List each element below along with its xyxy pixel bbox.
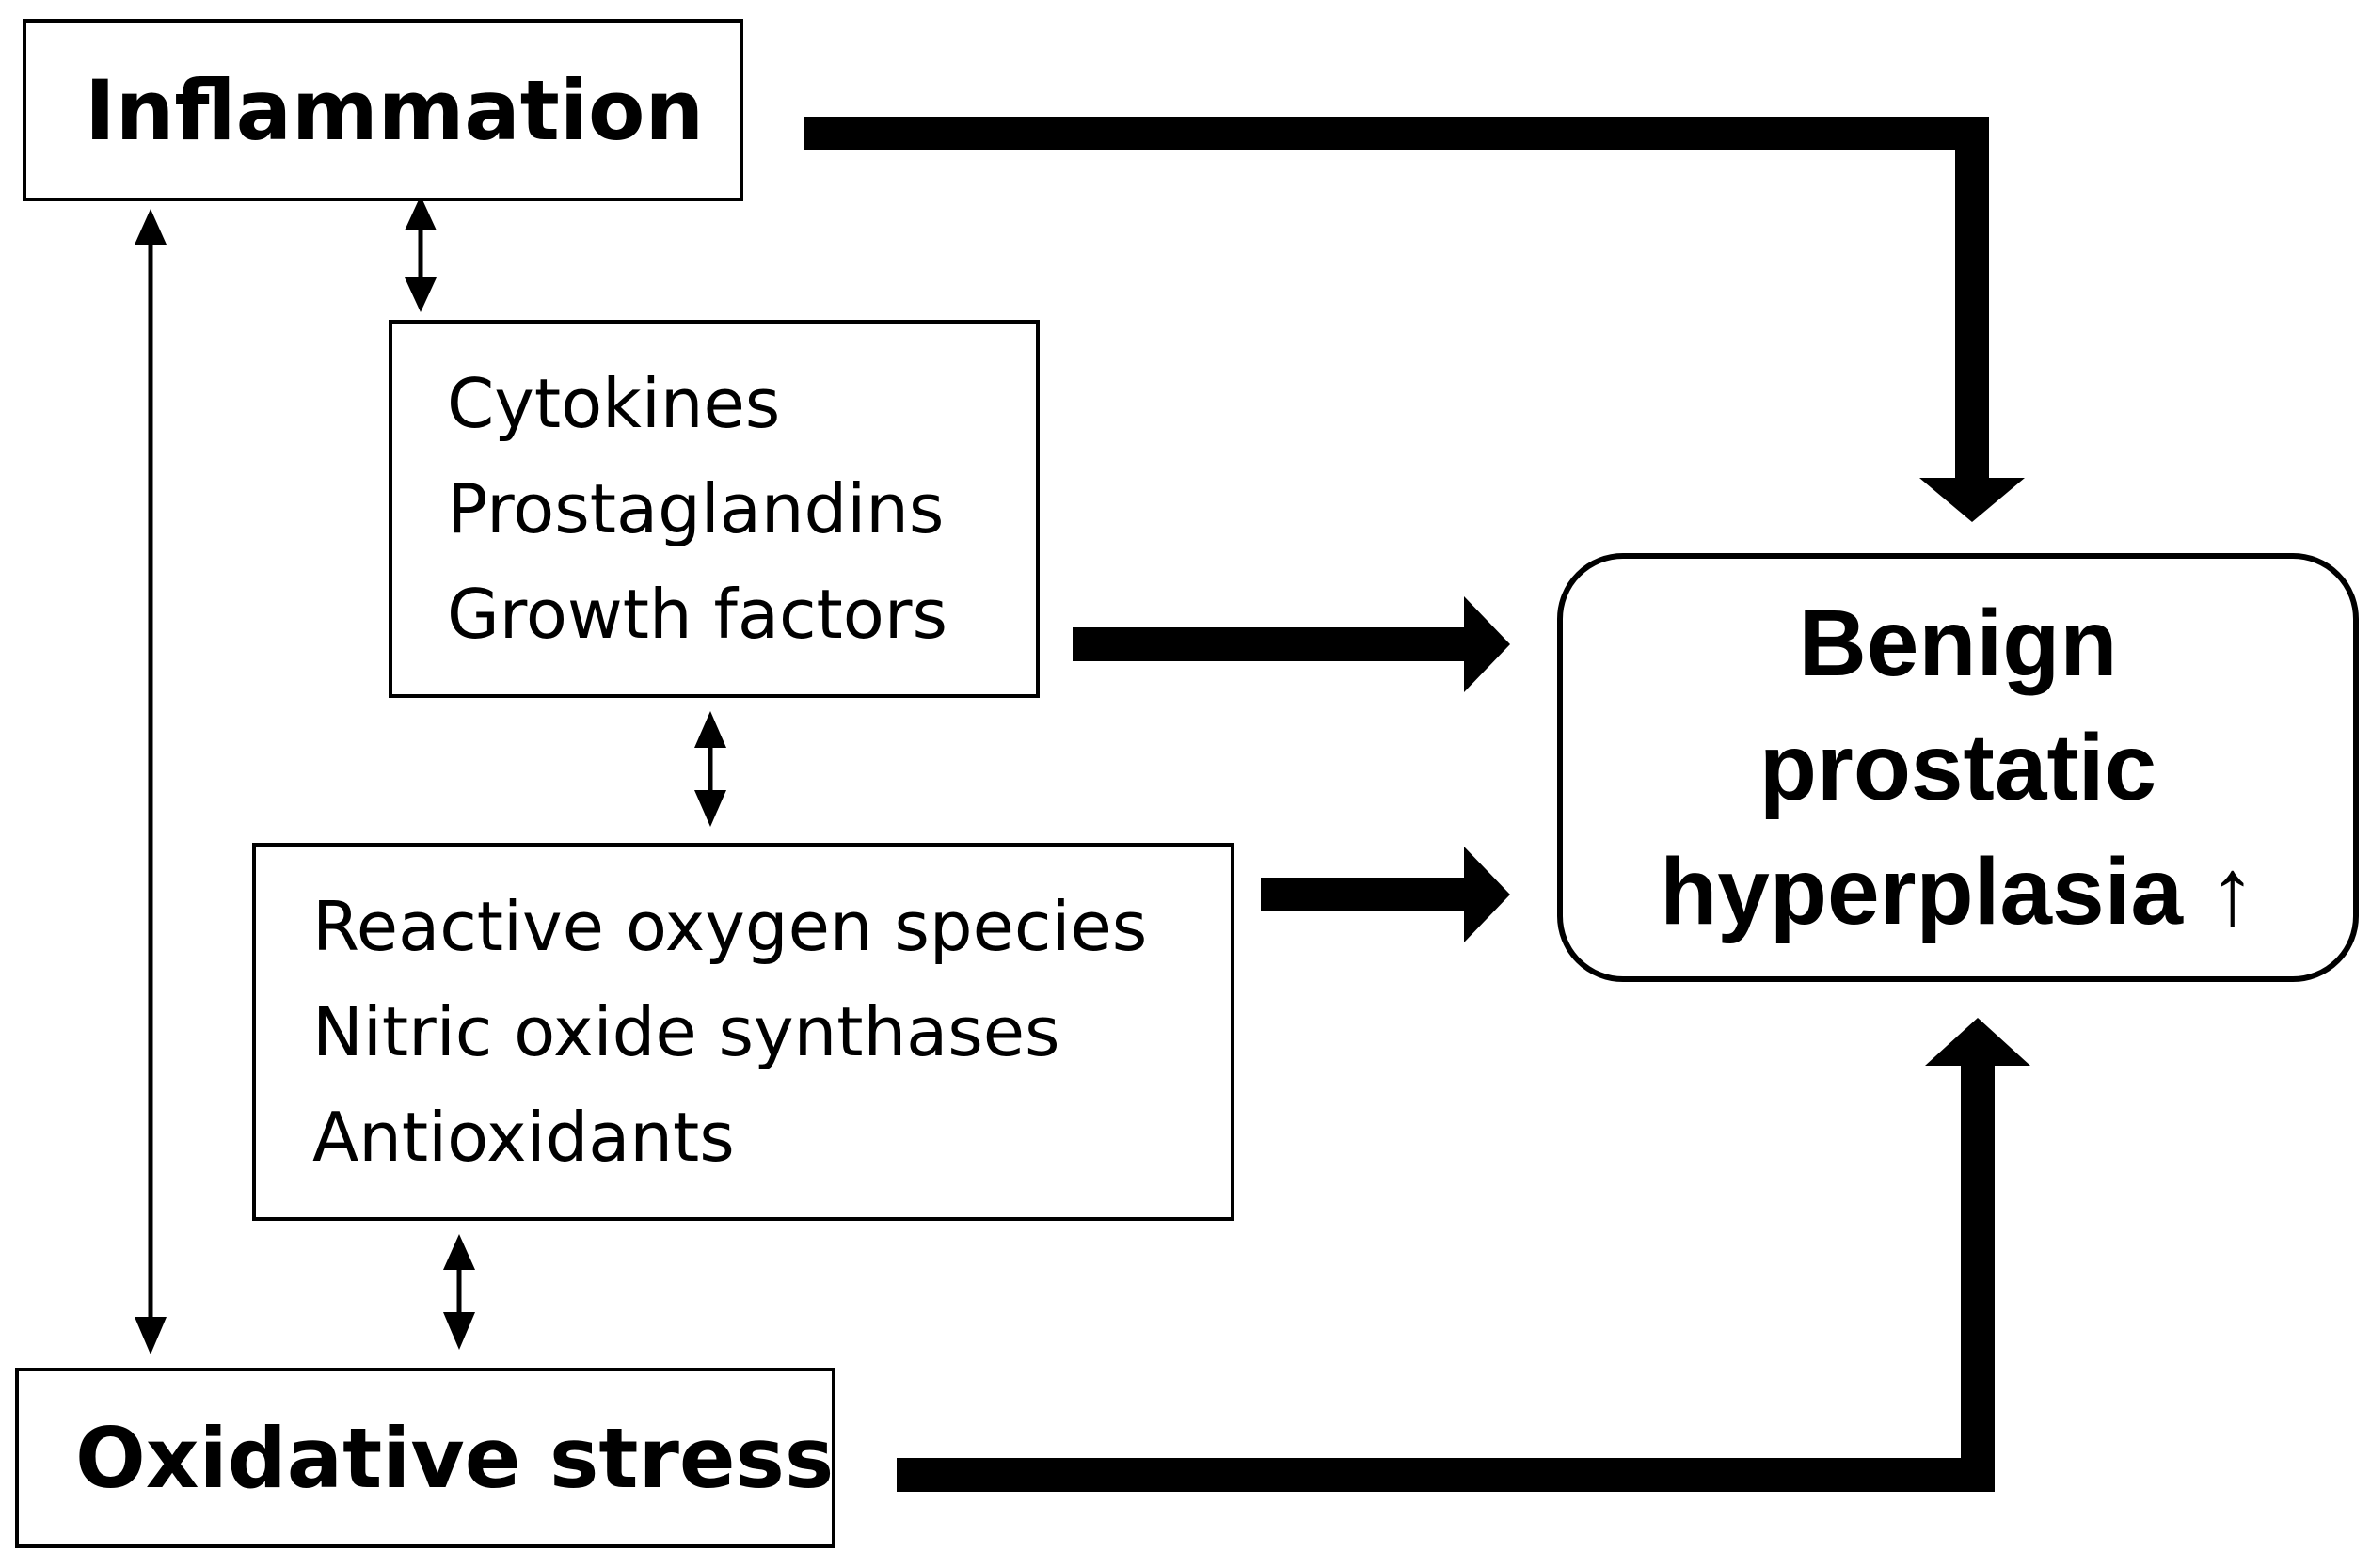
oxidative-mediator-item: Antioxidants xyxy=(312,1098,735,1177)
inflammation-box: Inflammation xyxy=(23,19,743,201)
oxidative-stress-box: Oxidative stress xyxy=(15,1368,835,1548)
inflammation-label: Inflammation xyxy=(85,61,705,159)
mediator-item: Growth factors xyxy=(447,575,947,654)
mediator-item: Prostaglandins xyxy=(447,469,945,548)
edge-oxidative-stress-to-outcome xyxy=(897,1018,2030,1492)
edge-mediators-oxidative-mediators xyxy=(694,711,726,827)
edge-inflammation-mediators xyxy=(405,196,437,312)
edge-mediators-to-outcome xyxy=(1073,596,1510,692)
outcome-line: prostatic xyxy=(1758,715,2157,820)
bph-outcome-box: Benign prostatic hyperplasia ↑ xyxy=(1557,553,2359,982)
oxidative-mediator-item: Reactive oxygen species xyxy=(312,887,1148,966)
edge-inflammation-to-outcome xyxy=(804,117,2025,522)
mediator-item: Cytokines xyxy=(447,364,781,443)
outcome-line: hyperplasia ↑ xyxy=(1660,839,2256,944)
oxidative-mediators-box: Reactive oxygen species Nitric oxide syn… xyxy=(252,843,1234,1221)
edge-oxidative-mediators-to-outcome xyxy=(1261,847,1510,942)
oxidative-mediator-item: Nitric oxide synthases xyxy=(312,992,1060,1071)
outcome-line: Benign xyxy=(1798,591,2118,696)
edge-oxidative-mediators-stress xyxy=(443,1234,475,1350)
mediators-box: Cytokines Prostaglandins Growth factors xyxy=(389,320,1040,698)
oxidative-stress-label: Oxidative stress xyxy=(75,1409,835,1507)
edge-inflammation-oxidative-stress xyxy=(135,209,167,1354)
